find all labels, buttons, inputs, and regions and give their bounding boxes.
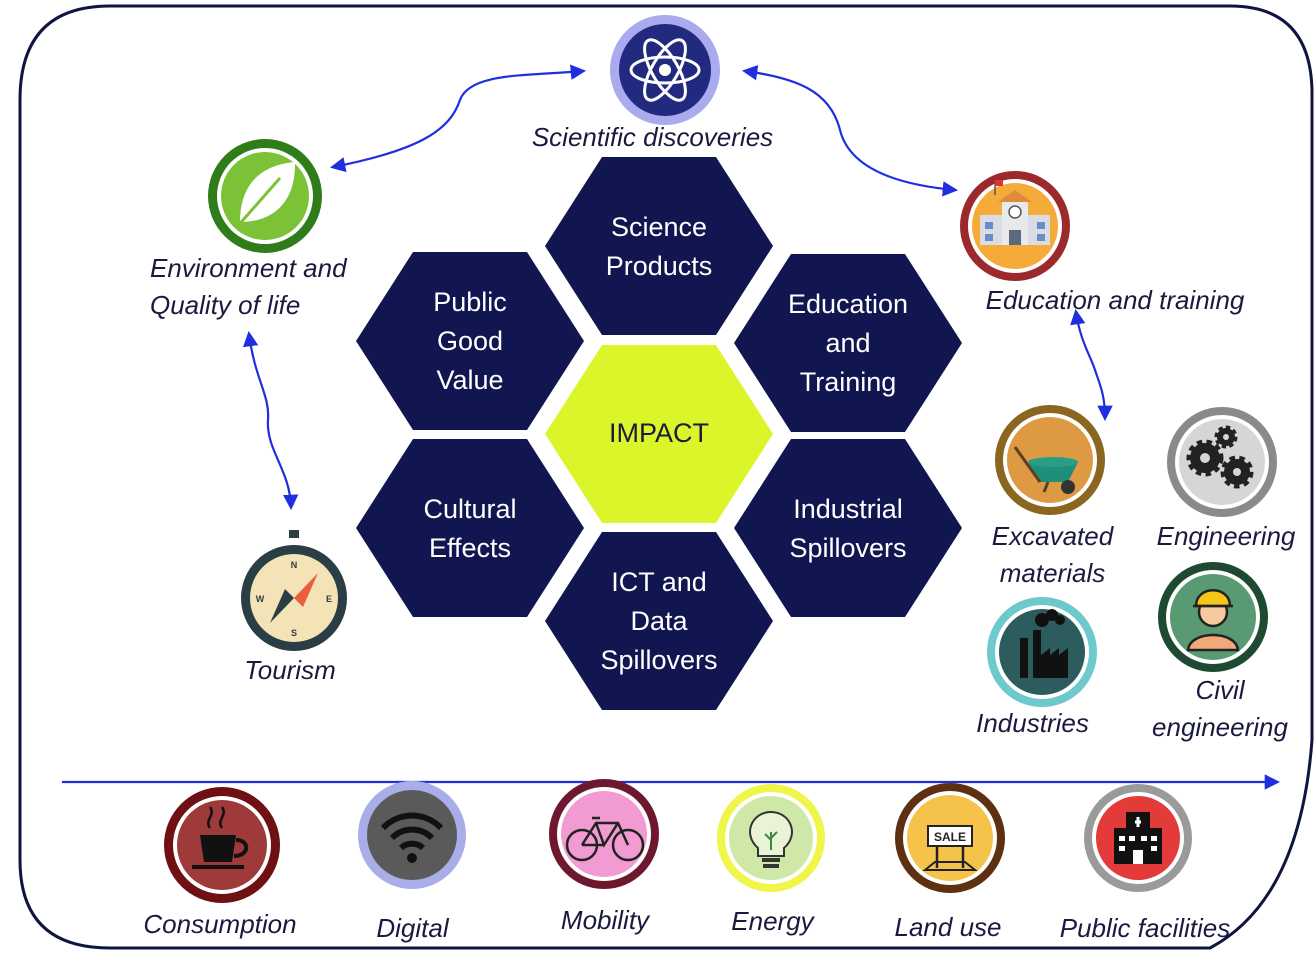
hex-industrial-spillovers bbox=[734, 439, 962, 617]
hex-ict-data-spillovers bbox=[545, 532, 773, 710]
hex-science-products bbox=[545, 157, 773, 335]
outer-frame bbox=[18, 4, 1314, 950]
hex-cultural-effects bbox=[356, 439, 584, 617]
label-engineering: Engineering bbox=[1156, 521, 1296, 551]
hex-label-industrial-spillovers: Industrial Spillovers bbox=[789, 494, 907, 563]
svg-text:E: E bbox=[326, 594, 332, 604]
lightbulb-icon bbox=[717, 784, 825, 892]
hex-label-cultural-effects: Cultural Effects bbox=[423, 494, 517, 563]
label-civil-engineering: Civil engineering bbox=[1152, 675, 1288, 742]
wifi-icon bbox=[358, 781, 466, 889]
hex-label-education-training: Education and Training bbox=[787, 289, 909, 397]
wheelbarrow-icon bbox=[995, 405, 1105, 515]
worker-helmet-icon bbox=[1158, 562, 1268, 672]
label-public-facilities: Public facilities bbox=[1059, 913, 1231, 943]
school-building-icon bbox=[960, 171, 1070, 281]
arrow-environment-tourism bbox=[242, 330, 299, 511]
label-excavated-materials: Excavated materials bbox=[991, 521, 1114, 588]
svg-text:S: S bbox=[291, 628, 297, 638]
hospital-icon bbox=[1084, 784, 1192, 892]
label-tourism: Tourism bbox=[244, 655, 336, 685]
hex-label-science-products: Science Products bbox=[605, 212, 713, 281]
label-digital: Digital bbox=[376, 913, 449, 943]
label-mobility: Mobility bbox=[560, 905, 650, 935]
coffee-cup-icon bbox=[164, 787, 280, 903]
arrow-science-education bbox=[741, 65, 959, 197]
hex-education-training bbox=[734, 254, 962, 432]
hex-impact bbox=[545, 345, 773, 523]
gears-icon bbox=[1167, 407, 1277, 517]
arrow-science-environment bbox=[329, 64, 587, 173]
svg-text:W: W bbox=[256, 594, 265, 604]
sale-sign-text: SALE bbox=[934, 830, 966, 844]
atom-icon bbox=[610, 15, 720, 125]
svg-text:N: N bbox=[291, 560, 298, 570]
label-education-training: Education and training bbox=[985, 285, 1245, 315]
compass-icon: N S W E bbox=[241, 530, 347, 651]
hex-label-impact: IMPACT bbox=[609, 418, 709, 448]
arrow-education-excavated bbox=[1070, 308, 1113, 422]
label-consumption: Consumption bbox=[143, 909, 297, 939]
leaf-icon bbox=[208, 139, 322, 253]
bicycle-icon bbox=[549, 779, 659, 889]
hex-public-good-value bbox=[356, 252, 584, 430]
hex-label-public-good-value: Public Good Value bbox=[433, 287, 507, 395]
label-energy: Energy bbox=[731, 906, 814, 936]
sale-sign-icon: SALE bbox=[895, 783, 1005, 893]
label-environment: Environment and Quality of life bbox=[150, 253, 347, 320]
hex-label-ict-data-spillovers: ICT and Data Spillovers bbox=[600, 567, 718, 675]
label-land-use: Land use bbox=[894, 912, 1002, 942]
label-industries: Industries bbox=[976, 708, 1089, 738]
label-scientific-discoveries: Scientific discoveries bbox=[531, 122, 774, 152]
factory-icon bbox=[987, 597, 1097, 707]
